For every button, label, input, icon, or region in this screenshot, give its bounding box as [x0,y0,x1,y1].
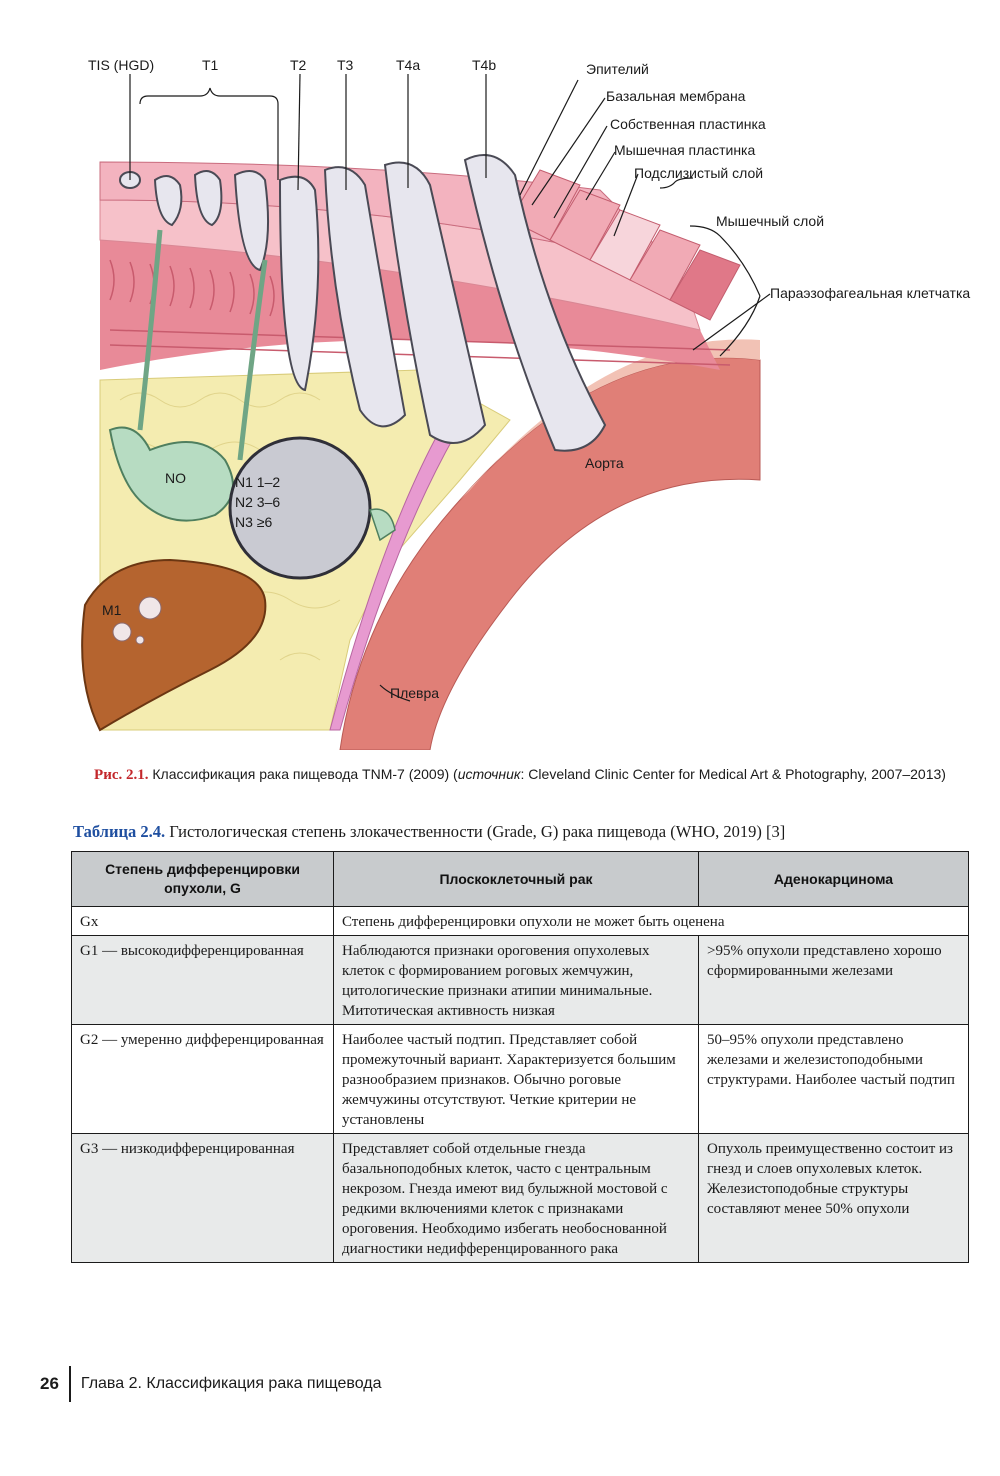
table-row-g2: G2 — умеренно дифференцированная Наиболе… [72,1025,969,1134]
table-row-g3: G3 — низкодифференцированная Представляе… [72,1134,969,1263]
aorta-label: Аорта [585,455,624,471]
node-n3-label: N3 ≥6 [235,514,272,530]
grade-table: Степень дифференцировки опухоли, G Плоск… [71,851,969,1263]
header-adeno: Аденокарцинома [699,852,969,907]
layer-label-epithelium: Эпителий [586,61,649,77]
cell-adeno: 50–95% опухоли представлено железами и ж… [699,1025,969,1134]
figure-number: Рис. 2.1. [94,767,148,783]
caption-source-text: : Cleveland Clinic Center for Medical Ar… [521,766,946,782]
caption-source-label: источник [458,766,521,782]
cell-grade: G3 — низкодифференцированная [72,1134,334,1263]
table-title-text: Гистологическая степень злокачественност… [169,822,785,841]
cell-merged: Степень дифференцировки опухоли не может… [334,907,969,936]
metastasis-label: M1 [102,602,122,618]
chapter-title: Глава 2. Классификация рака пищевода [81,1375,382,1393]
layer-label-muscularis-mucosae: Мышечная пластинка [614,142,755,158]
node-n1-label: N1 1–2 [235,474,280,490]
footer-divider [69,1366,71,1402]
table-title: Таблица 2.4. Гистологическая степень зло… [73,822,973,842]
table-row-g1: G1 — высокодифференцированная Наблюдаютс… [72,936,969,1025]
layer-label-submucosa: Подслизистый слой [634,165,763,181]
stage-label-t1: T1 [202,57,219,73]
stage-label-tis: TIS (HGD) [88,57,154,73]
stage-label-t3: T3 [337,57,354,73]
layer-label-periesophageal: Параэзофагеальная клетчатка [770,285,970,301]
pleura-label: Плевра [390,685,439,701]
stage-label-t2: T2 [290,57,307,73]
layer-label-muscle: Мышечный слой [716,213,824,229]
header-squamous: Плоскоклеточный рак [334,852,699,907]
page-footer: 26 Глава 2. Классификация рака пищевода [40,1364,382,1404]
cell-grade: Gx [72,907,334,936]
cell-squamous: Наиболее частый подтип. Представляет соб… [334,1025,699,1134]
cell-grade: G1 — высокодифференцированная [72,936,334,1025]
stage-label-t4a: T4a [396,57,420,73]
layer-label-lamina-propria: Собственная пластинка [610,116,766,132]
tnm-illustration: TIS (HGD) T1 T2 T3 T4a T4b Эпителий База… [40,40,980,750]
layer-label-basement-membrane: Базальная мембрана [606,88,746,104]
tnm-figure: TIS (HGD) T1 T2 T3 T4a T4b Эпителий База… [40,40,980,750]
cell-grade: G2 — умеренно дифференцированная [72,1025,334,1134]
cell-squamous: Представляет собой отдельные гнезда база… [334,1134,699,1263]
caption-text: Классификация рака пищевода TNM-7 (2009)… [152,766,457,782]
page-number: 26 [40,1374,69,1394]
cell-adeno: >95% опухоли представлено хорошо сформир… [699,936,969,1025]
stage-label-t4b: T4b [472,57,496,73]
figure-caption: Рис. 2.1. Классификация рака пищевода TN… [70,764,970,785]
table-row-gx: Gx Степень дифференцировки опухоли не мо… [72,907,969,936]
header-grade: Степень дифференцировки опухоли, G [72,852,334,907]
node-n2-label: N2 3–6 [235,494,280,510]
node-zero-label: NO [165,470,186,486]
cell-adeno: Опухоль преимущественно состоит из гнезд… [699,1134,969,1263]
table-header-row: Степень дифференцировки опухоли, G Плоск… [72,852,969,907]
cell-squamous: Наблюдаются признаки ороговения опухолев… [334,936,699,1025]
table-number: Таблица 2.4. [73,822,165,841]
